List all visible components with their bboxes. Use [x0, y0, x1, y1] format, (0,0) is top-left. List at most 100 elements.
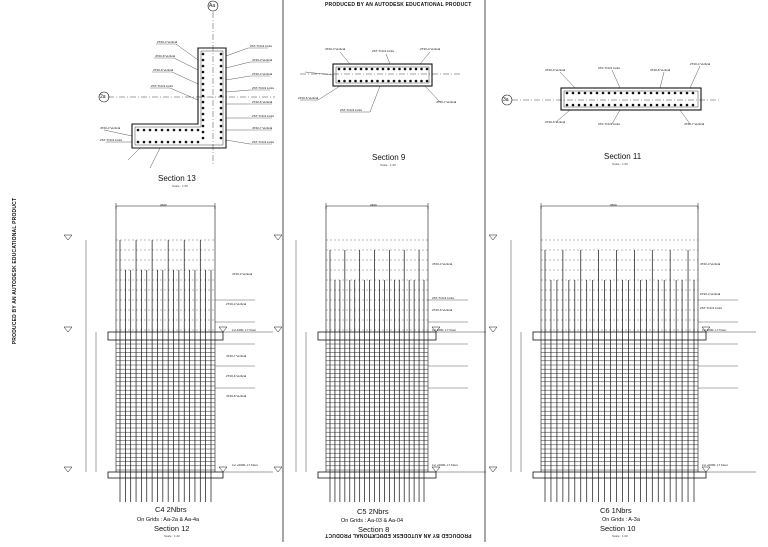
c4-callout-1: 4T20-3 Vertical	[232, 272, 253, 276]
rebar-dot	[613, 91, 617, 95]
rebar-dot	[354, 67, 357, 71]
rebar-dot	[160, 128, 164, 132]
rebar-dot	[148, 128, 152, 132]
rebar-dot	[359, 79, 363, 83]
watermark-left: PRODUCED BY AN AUTODESK EDUCATIONAL PROD…	[12, 197, 19, 345]
slab-band	[317, 331, 437, 341]
section-11-scale: Scale : 1:20	[612, 162, 628, 166]
rebar-dot	[655, 91, 659, 95]
rebar-dot	[607, 91, 611, 95]
c4-grids: On Grids : Aa-2a & Aa-4a	[137, 517, 200, 523]
rebar-dot	[196, 140, 200, 144]
rebar-dot	[142, 128, 146, 132]
c6-name: C6 1Nbrs	[600, 506, 632, 515]
callout-s11-2: 2ST-T10-9 Links	[598, 66, 621, 70]
c5-name: C5 2Nbrs	[357, 507, 389, 516]
rebar-dot	[337, 79, 341, 83]
callout-s13-12: 2ST-T10-9 Links	[151, 84, 174, 88]
rebar-dot	[148, 140, 152, 144]
c6-grids: On Grids : A-3a	[602, 517, 640, 523]
c4-callout-2: 2T20-4 Vertical	[226, 302, 247, 306]
rebar-dot	[679, 103, 683, 107]
watermark-top: PRODUCED BY AN AUTODESK EDUCATIONAL PROD…	[325, 2, 472, 8]
callout-s11-1: 4T20-3 Vertical	[545, 68, 566, 72]
c4-level-bottom: Lvl +0000- L7 Floor	[232, 463, 258, 467]
rebar-dot	[381, 67, 385, 71]
rebar-dot	[201, 52, 205, 56]
rebar-dot	[201, 70, 205, 74]
level-marker	[218, 326, 228, 333]
callout-s13-3: 2T20-4 Vertical	[252, 72, 273, 76]
rebar-dot	[136, 140, 140, 144]
rebar-dot	[595, 91, 599, 95]
rebar-dot	[637, 103, 641, 107]
callout-s9-3: 2T20-4 Vertical	[420, 47, 441, 51]
rebar-dot	[425, 67, 429, 71]
level-marker	[701, 466, 711, 473]
rebar-dot	[571, 103, 575, 107]
callout-s11-6: 2ST-T10-9 Links	[598, 122, 621, 126]
rebar-dot	[631, 103, 635, 107]
rebar-dot	[154, 128, 158, 132]
callout-s11-7: 4T20-7 Vertical	[684, 122, 705, 126]
rebar-dot	[184, 140, 188, 144]
level-marker-left	[63, 466, 73, 473]
rebar-dot	[398, 67, 401, 71]
elevation-c6	[488, 203, 756, 502]
rebar-dot	[577, 103, 581, 107]
c6-callout-3: 2ST-T10-9 Links	[700, 306, 723, 310]
c5-callout-1: 4T20-3 Vertical	[432, 262, 453, 266]
callout-s13-8: 2ST-T10-9 Links	[252, 140, 275, 144]
rebar-dot	[343, 79, 346, 83]
callout-s9-6: 4T20-7 Vertical	[436, 100, 457, 104]
c4-callout-5: 4T20-8 Vertical	[226, 394, 247, 398]
rebar-dot	[201, 94, 205, 98]
level-marker	[701, 326, 711, 333]
rebar-dot	[409, 79, 412, 83]
c5-scale: Scale : 1:20	[368, 535, 384, 539]
rebar-dot	[370, 79, 374, 83]
c6-level-bottom: Lvl +0000- L7 Floor	[702, 463, 728, 467]
rebar-dot	[370, 67, 374, 71]
rebar-dot	[583, 103, 587, 107]
rebar-dot	[201, 112, 205, 116]
rebar-dot	[414, 67, 418, 71]
callout-s13-5: 2T20-6 Vertical	[252, 100, 273, 104]
elevation-c4	[63, 203, 273, 502]
level-marker-left	[488, 234, 498, 241]
rebar-dot	[219, 94, 223, 98]
section-11-plan	[501, 65, 720, 125]
c6-section: Section 10	[600, 524, 636, 533]
callout-s9-5: 2ST-T10-9 Links	[340, 108, 363, 112]
elevation-c5	[273, 203, 486, 502]
rebar-dot	[219, 58, 223, 62]
rebar-dot	[201, 124, 205, 128]
rebar-dot	[392, 67, 396, 71]
rebar-dot	[219, 112, 223, 116]
c4-callout-3: 4T20-7 Vertical	[226, 354, 247, 358]
callout-s13-6: 2ST-T10-9 Links	[252, 114, 275, 118]
rebar-dot	[691, 103, 695, 107]
rebar-dot	[201, 88, 205, 92]
c6-callout-2: 2T20-4 Vertical	[700, 292, 721, 296]
rebar-dot	[184, 128, 188, 132]
level-marker-left	[63, 234, 73, 241]
callout-s9-2: 2ST-T10-9 Links	[372, 49, 395, 53]
rebar-dot	[565, 103, 569, 107]
rebar-dot	[219, 136, 223, 140]
rebar-dot	[219, 82, 223, 86]
rebar-dot	[398, 79, 401, 83]
rebar-dot	[190, 140, 194, 144]
rebar-dot	[354, 79, 357, 83]
rebar-dot	[565, 91, 569, 95]
rebar-dot	[661, 91, 665, 95]
rebar-dot	[376, 67, 379, 71]
rebar-dot	[365, 79, 368, 83]
base-slab	[107, 471, 224, 479]
level-marker-left	[273, 466, 283, 473]
rebar-dot	[219, 130, 223, 134]
rebar-dot	[343, 67, 346, 71]
callout-s13-1: 2ST-T10-9 Links	[250, 44, 273, 48]
c4-callout-4: 2T20-6 Vertical	[226, 374, 247, 378]
